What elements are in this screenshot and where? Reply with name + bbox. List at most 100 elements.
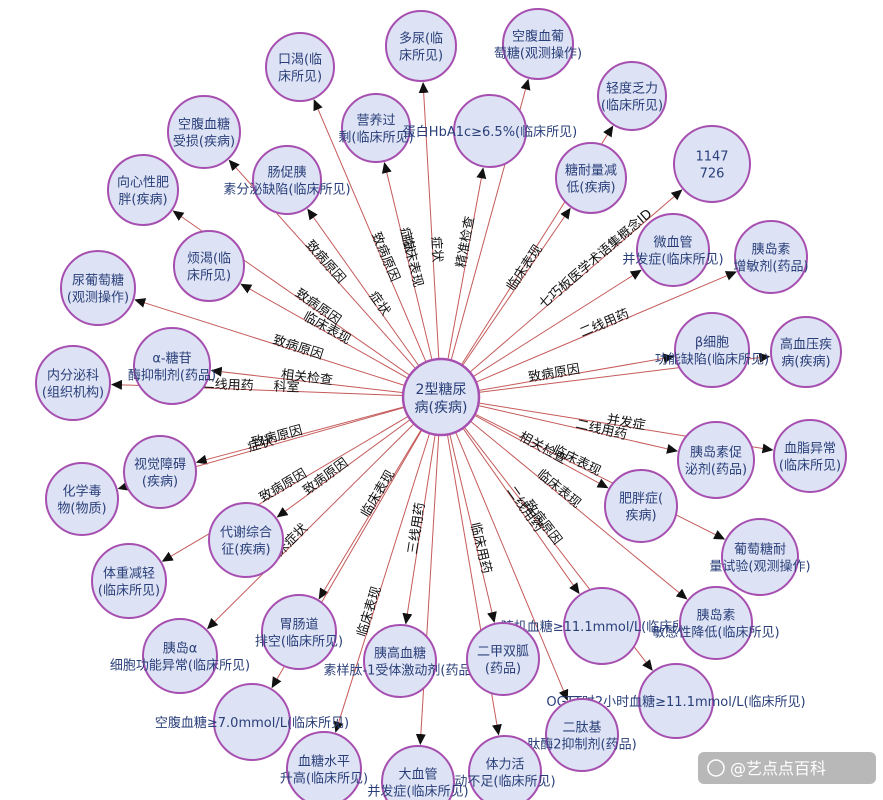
- node-label: 萄糖(观测操作): [494, 46, 582, 62]
- node-circle: [604, 469, 678, 543]
- node-label: 体力活: [485, 758, 524, 773]
- node-xuezhi[interactable]: 血脂异常(临床所见): [773, 419, 847, 493]
- node-label: 口渴(临: [278, 53, 322, 68]
- node-kouke[interactable]: 口渴(临床所见): [265, 32, 335, 102]
- node-ogtt2h[interactable]: OGTT时2小时血糖≥11.1mmol/L(临床所见): [546, 663, 806, 739]
- edge-label: 科室: [273, 379, 300, 396]
- node-layer: 多尿(临床所见)空腹血葡萄糖(观测操作)口渴(临床所见)轻度乏力(临床所见)营养…: [35, 8, 847, 800]
- node-circle: [142, 618, 218, 694]
- node-suiji[interactable]: 随机血糖≥11.1mmol/L(临床所见): [501, 587, 704, 665]
- node-circle: [60, 250, 136, 326]
- node-erjia[interactable]: 二甲双胍 (药品): [466, 622, 540, 696]
- node-label: 胰岛素促: [690, 445, 742, 461]
- node-label: 空腹血葡: [512, 29, 564, 45]
- edge-label: 三线用药: [406, 502, 429, 556]
- node-circle: [173, 230, 245, 302]
- node-label: 微血管: [653, 236, 692, 251]
- edge-label: 症状: [396, 226, 417, 255]
- node-label: 向心性肥: [117, 175, 169, 191]
- node-label: 疾病): [625, 509, 656, 524]
- node-label: 动不足(临床所见): [454, 775, 555, 790]
- node-label: 内分泌科: [47, 368, 99, 384]
- node-tizhong[interactable]: 体重减轻(临床所见): [91, 543, 167, 619]
- node-label: 床所见): [278, 70, 322, 85]
- node-kongfu7[interactable]: 空腹血糖≥7.0mmol/L(临床所见): [155, 683, 349, 761]
- node-neifenmi[interactable]: 内分泌科(组织机构): [35, 345, 111, 421]
- edge-to-daixie: [276, 419, 411, 518]
- node-duoniao[interactable]: 多尿(临床所见): [385, 10, 457, 82]
- watermark: @艺点点百科: [698, 752, 876, 784]
- node-circle: [673, 125, 751, 203]
- node-niaoputao[interactable]: 尿葡萄糖(观测操作): [60, 250, 136, 326]
- edge-label: 临床表现: [359, 468, 399, 520]
- node-label: 胖(疾病): [118, 193, 167, 208]
- center-node-type2-diabetes[interactable]: 2型糖尿 病(疾病): [401, 357, 481, 437]
- edge-label: 致病原因: [368, 230, 402, 284]
- edge-to-naishiyan: [474, 413, 726, 540]
- node-label: 体重减轻: [103, 566, 155, 582]
- node-fanke[interactable]: 烦渴(临床所见): [173, 230, 245, 302]
- node-label: 化学毒: [62, 484, 101, 500]
- node-label: (药品): [485, 662, 521, 677]
- edge-to-changcu: [307, 208, 420, 367]
- node-label: 随机血糖≥11.1mmol/L(临床所见): [501, 619, 704, 635]
- node-label: 敏感性降低(临床所见): [652, 625, 779, 641]
- node-label: 物(物质): [57, 502, 106, 517]
- edge-label: 二线用药: [201, 377, 254, 394]
- node-label: 多尿(临: [399, 31, 443, 47]
- node-feipang[interactable]: 肥胖症(疾病): [604, 469, 678, 543]
- node-label: 量试验(观测操作): [709, 559, 810, 575]
- node-fali[interactable]: 轻度乏力(临床所见): [597, 61, 667, 131]
- node-label: 床所见): [399, 49, 443, 64]
- node-shijue[interactable]: 视觉障碍(疾病): [123, 435, 197, 509]
- edge-to-naitang: [462, 207, 571, 366]
- node-circle: [167, 95, 241, 169]
- node-label: (临床所见): [779, 459, 841, 474]
- node-label: 二甲双胍: [477, 645, 529, 660]
- node-circle: [341, 93, 411, 163]
- node-hba1c[interactable]: 蛋白HbA1c≥6.5%(临床所见): [403, 94, 577, 168]
- node-circle: [502, 8, 574, 80]
- node-label: 素样肽-1受体激动剂(药品): [323, 664, 476, 679]
- node-label: (观测操作): [67, 290, 129, 306]
- edge-to-alpha_cell: [206, 423, 415, 630]
- edge-to-yingyang: [381, 162, 433, 361]
- edge-label: 症状: [246, 434, 275, 456]
- edge-to-hba1c: [447, 167, 487, 360]
- edge-to-niaoputao: [134, 298, 405, 386]
- node-circle: [133, 327, 211, 405]
- edge-label: 相关检查: [280, 368, 333, 389]
- node-label: 功能缺陷(临床所见): [655, 353, 769, 368]
- edge-to-erjia: [449, 433, 497, 623]
- edge-to-weixueguan: [472, 269, 642, 378]
- edge-to-daxueguan: [415, 434, 440, 746]
- node-circle: [363, 624, 437, 698]
- edge-label: 并发症: [606, 412, 647, 434]
- node-circle: [770, 316, 842, 388]
- edge-to-kouke: [313, 99, 427, 363]
